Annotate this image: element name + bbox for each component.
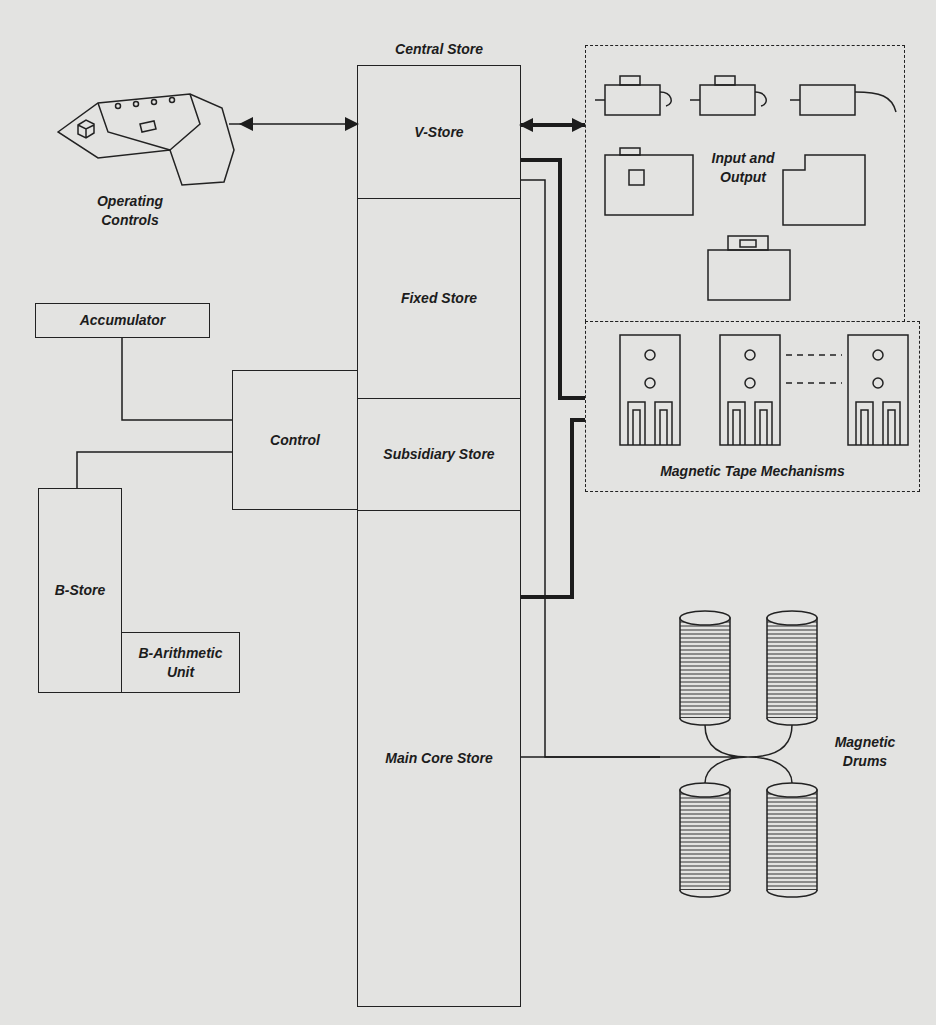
node-label: Main Core Store bbox=[381, 749, 496, 768]
connector bbox=[520, 123, 585, 127]
tape-curl bbox=[660, 92, 671, 106]
tape-lead bbox=[595, 99, 605, 101]
node-label: Magnetic Drums bbox=[830, 733, 900, 771]
reader-top bbox=[620, 76, 640, 85]
card-unit-top bbox=[620, 148, 640, 155]
console-cable bbox=[229, 123, 240, 125]
card-unit-window bbox=[629, 170, 644, 185]
connector bbox=[240, 123, 358, 125]
store-section: Subsidiary Store bbox=[358, 399, 520, 511]
tape-columns bbox=[728, 402, 772, 445]
connector bbox=[520, 180, 660, 757]
node-label: Operating Controls bbox=[80, 192, 180, 230]
node-label: Control bbox=[266, 431, 324, 450]
node-label: V-Store bbox=[410, 123, 467, 142]
node-label: B-Store bbox=[51, 581, 110, 600]
tape-reel bbox=[745, 350, 755, 360]
console-panel bbox=[98, 103, 170, 150]
connector bbox=[520, 420, 585, 597]
operating-controls: Operating Controls bbox=[50, 80, 240, 230]
console-cube bbox=[78, 120, 94, 138]
drum-bottom bbox=[680, 890, 730, 897]
card-punch bbox=[783, 155, 865, 225]
connector bbox=[77, 452, 232, 488]
tape-out bbox=[855, 92, 896, 112]
drums bbox=[660, 611, 817, 897]
drum-bottom bbox=[767, 890, 817, 897]
tape-reel bbox=[645, 350, 655, 360]
device-group: Magnetic Tape Mechanisms bbox=[585, 321, 920, 492]
printer-top bbox=[728, 236, 768, 250]
drum-body bbox=[680, 790, 730, 890]
node-label: Fixed Store bbox=[397, 289, 481, 308]
tape-unit bbox=[620, 335, 680, 445]
node-label: Subsidiary Store bbox=[379, 445, 498, 464]
reader-box bbox=[605, 85, 660, 115]
printer bbox=[708, 250, 790, 300]
printer-slot bbox=[740, 240, 756, 247]
unit-box: B-Arithmetic Unit bbox=[121, 632, 240, 693]
tape-reel bbox=[645, 378, 655, 388]
node-label: B-Arithmetic Unit bbox=[122, 644, 239, 682]
drum-top bbox=[767, 783, 817, 797]
console-lamp bbox=[116, 104, 121, 109]
tape-units bbox=[620, 335, 908, 445]
node-label: Magnetic Tape Mechanisms bbox=[586, 462, 919, 481]
connector bbox=[122, 338, 232, 420]
drum-body bbox=[767, 790, 817, 890]
console-panel bbox=[170, 94, 200, 150]
tape-reel bbox=[873, 378, 883, 388]
device-group: Input and Output bbox=[585, 45, 905, 322]
continuation-dashes bbox=[786, 382, 842, 384]
console-body bbox=[58, 94, 234, 185]
console-lamp bbox=[134, 102, 139, 107]
drum-bottom bbox=[680, 718, 730, 725]
store-section: V-Store bbox=[358, 66, 520, 199]
tape-columns bbox=[628, 402, 672, 445]
drum-top bbox=[680, 611, 730, 625]
drum-bottom bbox=[767, 718, 817, 725]
tape-reel bbox=[745, 378, 755, 388]
continuation-dashes bbox=[786, 354, 842, 356]
store-section: Main Core Store bbox=[358, 511, 520, 1006]
console-lamp bbox=[170, 98, 175, 103]
tape-reel bbox=[873, 350, 883, 360]
unit-box: Accumulator bbox=[35, 303, 210, 338]
tape-columns bbox=[856, 402, 900, 445]
central-store-column: Central StoreV-StoreFixed StoreSubsidiar… bbox=[357, 65, 521, 1007]
store-section: Fixed Store bbox=[358, 199, 520, 399]
console-drawing bbox=[58, 94, 240, 185]
node-label: Input and Output bbox=[710, 149, 776, 187]
drum-top bbox=[680, 783, 730, 797]
drum-pipes bbox=[660, 725, 792, 783]
console-lamp bbox=[152, 100, 157, 105]
card-unit bbox=[605, 155, 693, 215]
input-output-devices bbox=[595, 76, 896, 300]
drum-group: Magnetic Drums bbox=[660, 605, 900, 900]
unit-box: B-Store bbox=[38, 488, 122, 693]
reader-top bbox=[715, 76, 735, 85]
tape-lead bbox=[690, 99, 700, 101]
tape-lead bbox=[790, 99, 800, 101]
unit-box: Control bbox=[232, 370, 358, 510]
tape-unit bbox=[848, 335, 908, 445]
reader-box bbox=[700, 85, 755, 115]
node-label: Accumulator bbox=[76, 311, 170, 330]
connector bbox=[520, 160, 585, 398]
tape-curl bbox=[755, 92, 766, 106]
column-heading: Central Store bbox=[358, 40, 520, 59]
punch-box bbox=[800, 85, 855, 115]
drum-body bbox=[767, 618, 817, 718]
console-key bbox=[140, 121, 156, 132]
tape-unit bbox=[720, 335, 780, 445]
drum-body bbox=[680, 618, 730, 718]
drum-top bbox=[767, 611, 817, 625]
